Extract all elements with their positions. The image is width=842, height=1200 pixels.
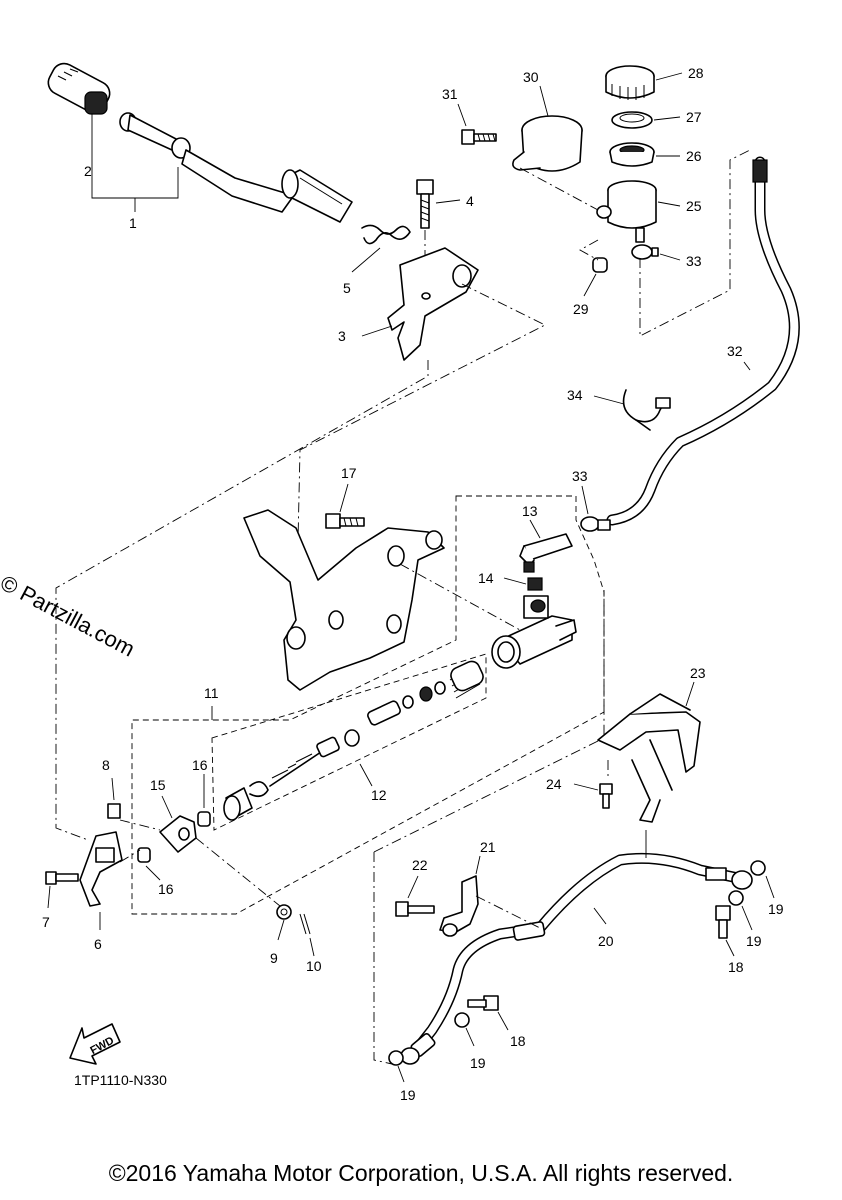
callout-22: 22 <box>412 857 428 873</box>
washers-19-bolts-18[interactable] <box>388 860 766 1066</box>
spring-piston[interactable] <box>344 659 486 747</box>
bolt-17[interactable] <box>325 513 365 529</box>
callout-10: 10 <box>306 958 322 974</box>
callout-7: 7 <box>42 914 50 930</box>
reservoir-cap-28[interactable] <box>605 65 655 100</box>
hose-clip-34[interactable] <box>622 389 671 431</box>
bolt-14[interactable] <box>527 577 543 591</box>
drawing-id: 1TP1110-N330 <box>74 1072 167 1088</box>
hose-32[interactable] <box>743 361 751 371</box>
callout-8: 8 <box>102 757 110 773</box>
bolt-22[interactable] <box>395 901 435 917</box>
callout-29: 29 <box>573 301 589 317</box>
bracket-23[interactable] <box>597 693 701 823</box>
callout-16-top: 16 <box>192 757 208 773</box>
bolt-24[interactable] <box>599 783 613 809</box>
pin-8[interactable] <box>107 803 121 819</box>
callout-17: 17 <box>341 465 357 481</box>
callout-33-bottom: 33 <box>572 468 588 484</box>
callout-13: 13 <box>522 503 538 519</box>
callout-20: 20 <box>598 933 614 949</box>
reservoir-tank-25[interactable] <box>596 180 657 243</box>
callout-15: 15 <box>150 777 166 793</box>
brake-pedal[interactable] <box>44 59 353 223</box>
stop-switch-6[interactable] <box>79 831 123 907</box>
callout-6: 6 <box>94 936 102 952</box>
callout-11: 11 <box>204 685 219 701</box>
screw-7[interactable] <box>45 871 79 885</box>
hose-clamp-33-top[interactable] <box>631 244 659 260</box>
pedal-bracket[interactable] <box>387 247 479 361</box>
callout-27: 27 <box>686 109 702 125</box>
joint-13[interactable] <box>519 533 573 573</box>
callout-25: 25 <box>686 198 702 214</box>
callout-32: 32 <box>727 343 743 359</box>
callout-3: 3 <box>338 328 346 344</box>
callout-26: 26 <box>686 148 702 164</box>
master-cylinder[interactable] <box>491 595 577 669</box>
callout-19-c: 19 <box>470 1055 486 1071</box>
bolt-4[interactable] <box>416 179 434 229</box>
callout-34: 34 <box>567 387 583 403</box>
reservoir-bracket-30[interactable] <box>512 115 583 172</box>
callout-1: 1 <box>129 215 137 231</box>
diaphragm-26[interactable] <box>609 142 655 167</box>
callout-21: 21 <box>480 839 496 855</box>
callout-23: 23 <box>690 665 706 681</box>
copyright-notice: ©2016 Yamaha Motor Corporation, U.S.A. A… <box>108 1160 734 1186</box>
callout-18-b: 18 <box>510 1033 526 1049</box>
callout-2: 2 <box>84 163 92 179</box>
callout-30: 30 <box>523 69 539 85</box>
hose-clamp-33-bottom[interactable] <box>580 516 611 532</box>
fwd-arrow-icon: FWD <box>69 1023 121 1065</box>
grommet-29[interactable] <box>592 257 608 273</box>
callout-12: 12 <box>371 787 387 803</box>
callout-28: 28 <box>688 65 704 81</box>
callout-24: 24 <box>546 776 562 792</box>
nut-16-top[interactable] <box>197 811 211 827</box>
brake-hose-20[interactable] <box>400 867 753 1065</box>
nut-16-bottom[interactable] <box>137 847 151 863</box>
clamp-21[interactable] <box>439 875 479 937</box>
return-spring[interactable] <box>361 224 411 245</box>
callout-33-top: 33 <box>686 253 702 269</box>
frame-bracket[interactable] <box>243 509 445 691</box>
washer-9[interactable] <box>276 904 292 920</box>
callout-19-b: 19 <box>746 933 762 949</box>
cotter-pin-10[interactable] <box>299 913 311 935</box>
clevis-15[interactable] <box>159 815 197 853</box>
callout-31: 31 <box>442 86 458 102</box>
callout-9: 9 <box>270 950 278 966</box>
callout-19-a: 19 <box>768 901 784 917</box>
callout-18-a: 18 <box>728 959 744 975</box>
bolt-31[interactable] <box>461 129 497 145</box>
plate-27[interactable] <box>611 111 653 129</box>
push-rod-12[interactable] <box>223 736 340 821</box>
callout-16-bottom: 16 <box>158 881 174 897</box>
callout-5: 5 <box>343 280 351 296</box>
callout-14: 14 <box>478 570 494 586</box>
callout-4: 4 <box>466 193 474 209</box>
callout-19-d: 19 <box>400 1087 416 1103</box>
